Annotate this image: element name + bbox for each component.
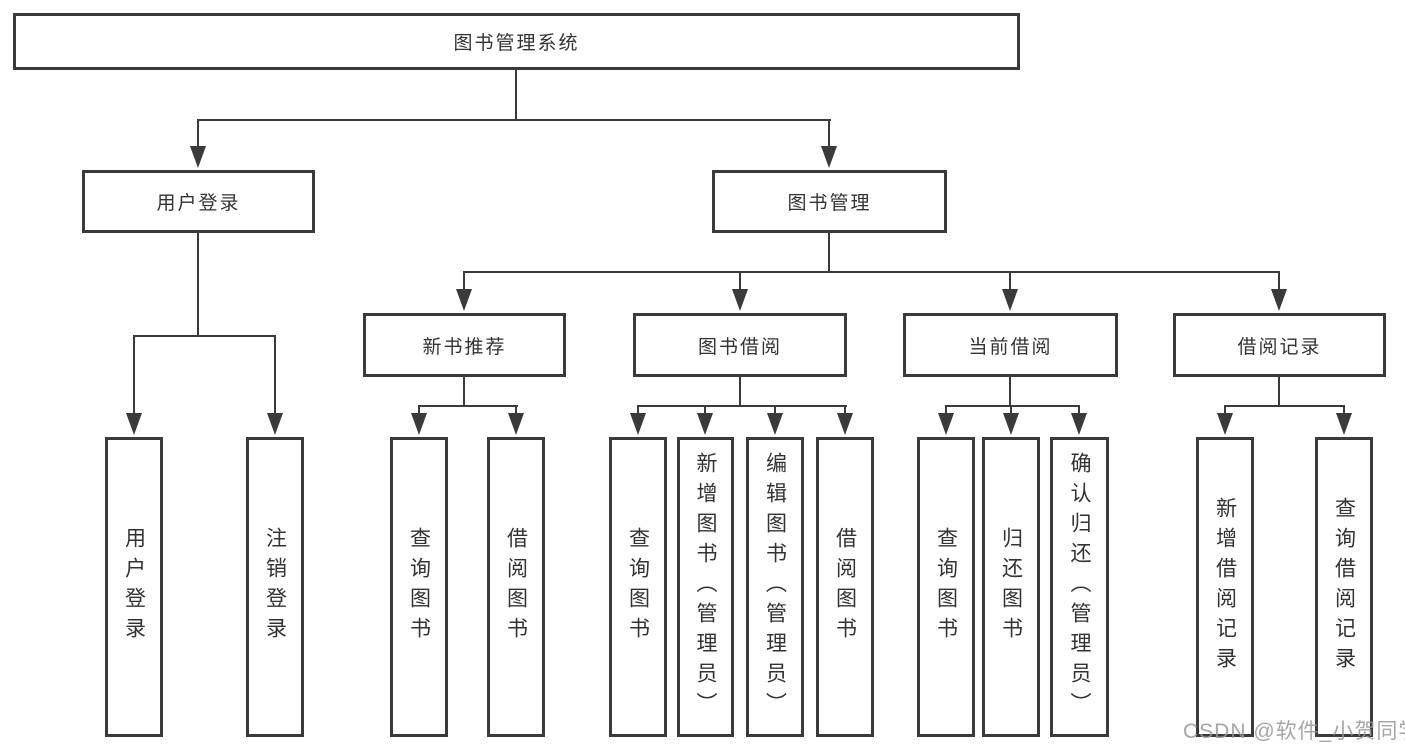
arrowhead-icon [190, 146, 206, 168]
arrowhead-icon [938, 413, 954, 435]
csdn-watermark: CSDN @软件_小贺同学 [1183, 720, 1405, 743]
connector-line [739, 377, 741, 407]
connector-line [463, 377, 465, 407]
leaf-user-login-label: 用户登录 [122, 527, 146, 647]
connector-line [844, 405, 846, 415]
connector-line [133, 335, 276, 337]
arrowhead-icon [630, 413, 646, 435]
leaf-return-book-label: 归还图书 [999, 527, 1023, 647]
node-book-management-label: 图书管理 [787, 193, 872, 214]
connector-line [828, 233, 830, 273]
arrowhead-icon [1002, 289, 1018, 311]
connector-line [739, 271, 741, 291]
leaf-query-book-borrowing: 查询图书 [609, 437, 667, 737]
connector-line [197, 119, 199, 149]
leaf-query-book-current-label: 查询图书 [934, 527, 958, 647]
arrowhead-icon [1336, 413, 1352, 435]
node-book-management: 图书管理 [712, 170, 947, 233]
connector-line [133, 335, 135, 415]
leaf-logout: 注销登录 [246, 437, 304, 737]
arrowhead-icon [1271, 289, 1287, 311]
leaf-logout-label: 注销登录 [263, 527, 287, 647]
arrowhead-icon [126, 413, 142, 435]
connector-line [463, 271, 1280, 273]
connector-line [828, 119, 830, 149]
leaf-user-login: 用户登录 [105, 437, 163, 737]
leaf-return-book: 归还图书 [982, 437, 1040, 737]
leaf-borrow-book-borrowing: 借阅图书 [816, 437, 874, 737]
connector-line [197, 233, 199, 337]
leaf-query-book-newrec-label: 查询图书 [407, 527, 431, 647]
node-book-borrowing-label: 图书借阅 [697, 336, 782, 358]
arrowhead-icon [732, 289, 748, 311]
connector-line [418, 405, 420, 415]
connector-line [1009, 377, 1011, 407]
leaf-borrow-book-borrowing-label: 借阅图书 [833, 527, 857, 647]
leaf-query-borrow-record: 查询借阅记录 [1315, 437, 1373, 737]
connector-line [1278, 271, 1280, 291]
node-new-book-recommend-label: 新书推荐 [422, 336, 507, 358]
leaf-query-book-borrowing-label: 查询图书 [626, 527, 650, 647]
connector-line [774, 405, 776, 415]
arrowhead-icon [508, 413, 524, 435]
leaf-query-borrow-record-label: 查询借阅记录 [1332, 497, 1356, 677]
arrowhead-icon [1071, 413, 1087, 435]
arrowhead-icon [767, 413, 783, 435]
connector-line [1010, 405, 1012, 415]
leaf-add-book-admin: 新增图书（管理员） [677, 437, 734, 737]
arrowhead-icon [267, 413, 283, 435]
leaf-query-book-newrec: 查询图书 [390, 437, 448, 737]
arrowhead-icon [1003, 413, 1019, 435]
connector-line [1224, 405, 1345, 407]
node-borrow-records: 借阅记录 [1173, 313, 1386, 377]
leaf-confirm-return-admin: 确认归还（管理员） [1050, 437, 1109, 737]
node-new-book-recommend: 新书推荐 [363, 313, 566, 377]
connector-line [515, 405, 517, 415]
leaf-edit-book-admin-label: 编辑图书（管理员） [763, 452, 787, 722]
connector-line [274, 335, 276, 415]
arrowhead-icon [837, 413, 853, 435]
connector-line [1224, 405, 1226, 415]
connector-line [1009, 271, 1011, 291]
node-root: 图书管理系统 [13, 13, 1020, 70]
connector-line [945, 405, 947, 415]
node-user-login: 用户登录 [82, 170, 315, 233]
node-root-label: 图书管理系统 [453, 33, 580, 54]
connector-line [515, 70, 517, 121]
leaf-borrow-book-newrec: 借阅图书 [487, 437, 545, 737]
connector-line [197, 119, 831, 121]
arrowhead-icon [1217, 413, 1233, 435]
arrowhead-icon [697, 413, 713, 435]
connector-line [418, 405, 518, 407]
connector-line [945, 405, 1080, 407]
connector-line [704, 405, 706, 415]
connector-line [1343, 405, 1345, 415]
leaf-add-book-admin-label: 新增图书（管理员） [694, 452, 717, 722]
leaf-add-borrow-record: 新增借阅记录 [1196, 437, 1254, 737]
node-current-borrowing: 当前借阅 [903, 313, 1118, 377]
node-borrow-records-label: 借阅记录 [1237, 336, 1322, 358]
leaf-confirm-return-admin-label: 确认归还（管理员） [1068, 452, 1091, 722]
connector-line [637, 405, 639, 415]
arrowhead-icon [411, 413, 427, 435]
leaf-borrow-book-newrec-label: 借阅图书 [504, 527, 528, 647]
leaf-edit-book-admin: 编辑图书（管理员） [746, 437, 804, 737]
connector-line [463, 271, 465, 291]
leaf-add-borrow-record-label: 新增借阅记录 [1213, 497, 1237, 677]
connector-line [637, 405, 847, 407]
arrowhead-icon [821, 146, 837, 168]
node-book-borrowing: 图书借阅 [633, 313, 847, 377]
connector-line [1078, 405, 1080, 415]
leaf-query-book-current: 查询图书 [917, 437, 975, 737]
node-user-login-label: 用户登录 [156, 193, 241, 214]
connector-line [1278, 377, 1280, 407]
arrowhead-icon [456, 289, 472, 311]
node-current-borrowing-label: 当前借阅 [968, 336, 1053, 358]
